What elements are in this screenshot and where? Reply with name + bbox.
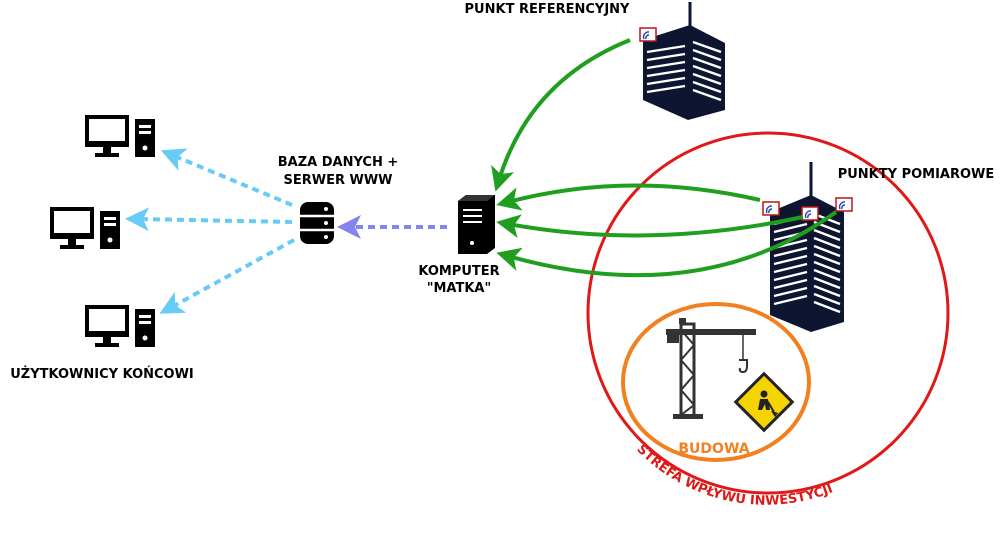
measurement-to-mother-arrow-1: [496, 183, 761, 211]
database-server-icon: [300, 202, 334, 244]
construction-label: BUDOWA: [678, 441, 749, 457]
mother-computer-label-line1: KOMPUTER: [418, 264, 499, 279]
database-label-line2: SERWER WWW: [283, 173, 392, 188]
antenna-icon: [801, 206, 819, 221]
mother-computer-label-line2: "MATKA": [427, 281, 492, 296]
desktop-computer-icon: [85, 115, 155, 157]
measurement-to-mother-arrow-3: [496, 210, 838, 278]
database-to-user-arrow-1: [160, 148, 293, 207]
crane-icon: [666, 318, 756, 419]
antenna-icon: [639, 27, 657, 42]
reference-to-mother-arrow: [491, 38, 631, 192]
reference-point-label: PUNKT REFERENCYJNY: [465, 2, 631, 17]
construction-circle: [621, 302, 811, 462]
construction-warning-sign-icon: [733, 371, 795, 433]
impact-zone-circle: [586, 131, 950, 495]
reference-building-icon: [643, 2, 725, 120]
measurement-building-icon: [770, 162, 844, 332]
database-to-user-arrow-3: [159, 238, 295, 314]
antenna-icon: [835, 197, 853, 212]
desktop-computer-icon: [50, 207, 120, 249]
database-label-line1: BAZA DANYCH +: [278, 155, 399, 170]
desktop-computer-icon: [85, 305, 155, 347]
antenna-icon: [762, 201, 780, 216]
tower-pc-icon: [458, 195, 495, 254]
measurement-to-mother-arrow-2: [496, 214, 804, 238]
measurement-points-label: PUNKTY POMIAROWE: [838, 167, 995, 182]
end-users-label: UŻYTKOWNICY KOŃCOWI: [10, 366, 194, 382]
database-to-user-arrow-2: [125, 207, 293, 232]
